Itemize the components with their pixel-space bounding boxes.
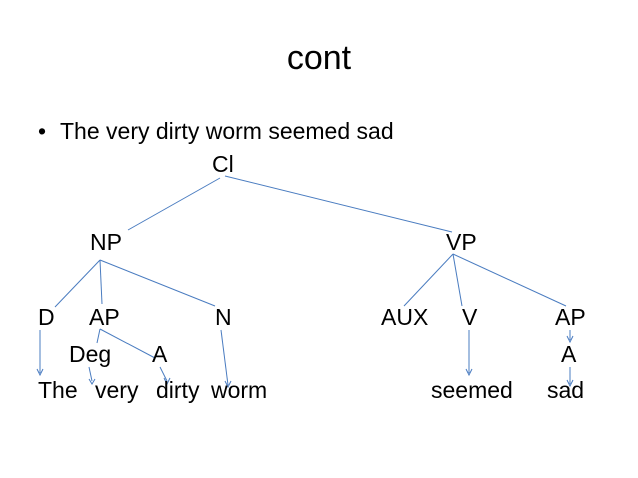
word-worm: worm xyxy=(211,377,268,403)
arrowhead-deg-very xyxy=(88,378,96,385)
node-a: A xyxy=(152,341,168,367)
edge-deg-very xyxy=(88,366,93,382)
node-d: D xyxy=(38,304,55,330)
node-deg: Deg xyxy=(69,341,112,367)
arrowhead-ap-a2 xyxy=(566,335,574,344)
edge-vp-aux xyxy=(403,253,454,307)
edge-cl-vp xyxy=(224,175,453,233)
slide-title: cont xyxy=(286,39,352,77)
arrowhead-n-worm xyxy=(224,380,232,389)
arrowhead-a-dirty xyxy=(163,377,171,386)
word-dirty: dirty xyxy=(156,377,200,403)
node-a-2: A xyxy=(561,341,577,367)
edge-np-d xyxy=(54,259,101,308)
node-cl: Cl xyxy=(212,151,234,177)
node-ap-2: AP xyxy=(555,304,586,330)
bullet-text: The very dirty worm seemed sad xyxy=(60,118,394,144)
arrowhead-v-seemed xyxy=(465,368,473,377)
arrowhead-a2-sad xyxy=(566,379,574,388)
node-ap: AP xyxy=(89,304,120,330)
edge-np-n xyxy=(99,259,216,307)
node-aux: AUX xyxy=(381,304,429,330)
word-the: The xyxy=(38,377,78,403)
edge-ap-deg xyxy=(96,328,101,344)
arrowhead-d-the xyxy=(36,368,44,377)
bullet-symbol: • xyxy=(38,118,47,144)
node-np: NP xyxy=(90,229,122,255)
edge-a-dirty xyxy=(159,366,168,382)
node-n: N xyxy=(215,304,232,330)
word-seemed: seemed xyxy=(431,377,513,403)
bullet-item: • The very dirty worm seemed sad xyxy=(38,117,394,145)
edge-vp-v xyxy=(452,253,463,307)
edge-cl-np xyxy=(127,177,221,231)
word-sad: sad xyxy=(547,377,585,403)
edge-np-ap xyxy=(99,259,103,305)
edge-vp-ap xyxy=(452,253,567,307)
edge-ap-a xyxy=(99,328,156,359)
node-v: V xyxy=(462,304,478,330)
edge-n-worm xyxy=(220,329,229,386)
word-very: very xyxy=(95,377,139,403)
node-vp: VP xyxy=(446,229,477,255)
